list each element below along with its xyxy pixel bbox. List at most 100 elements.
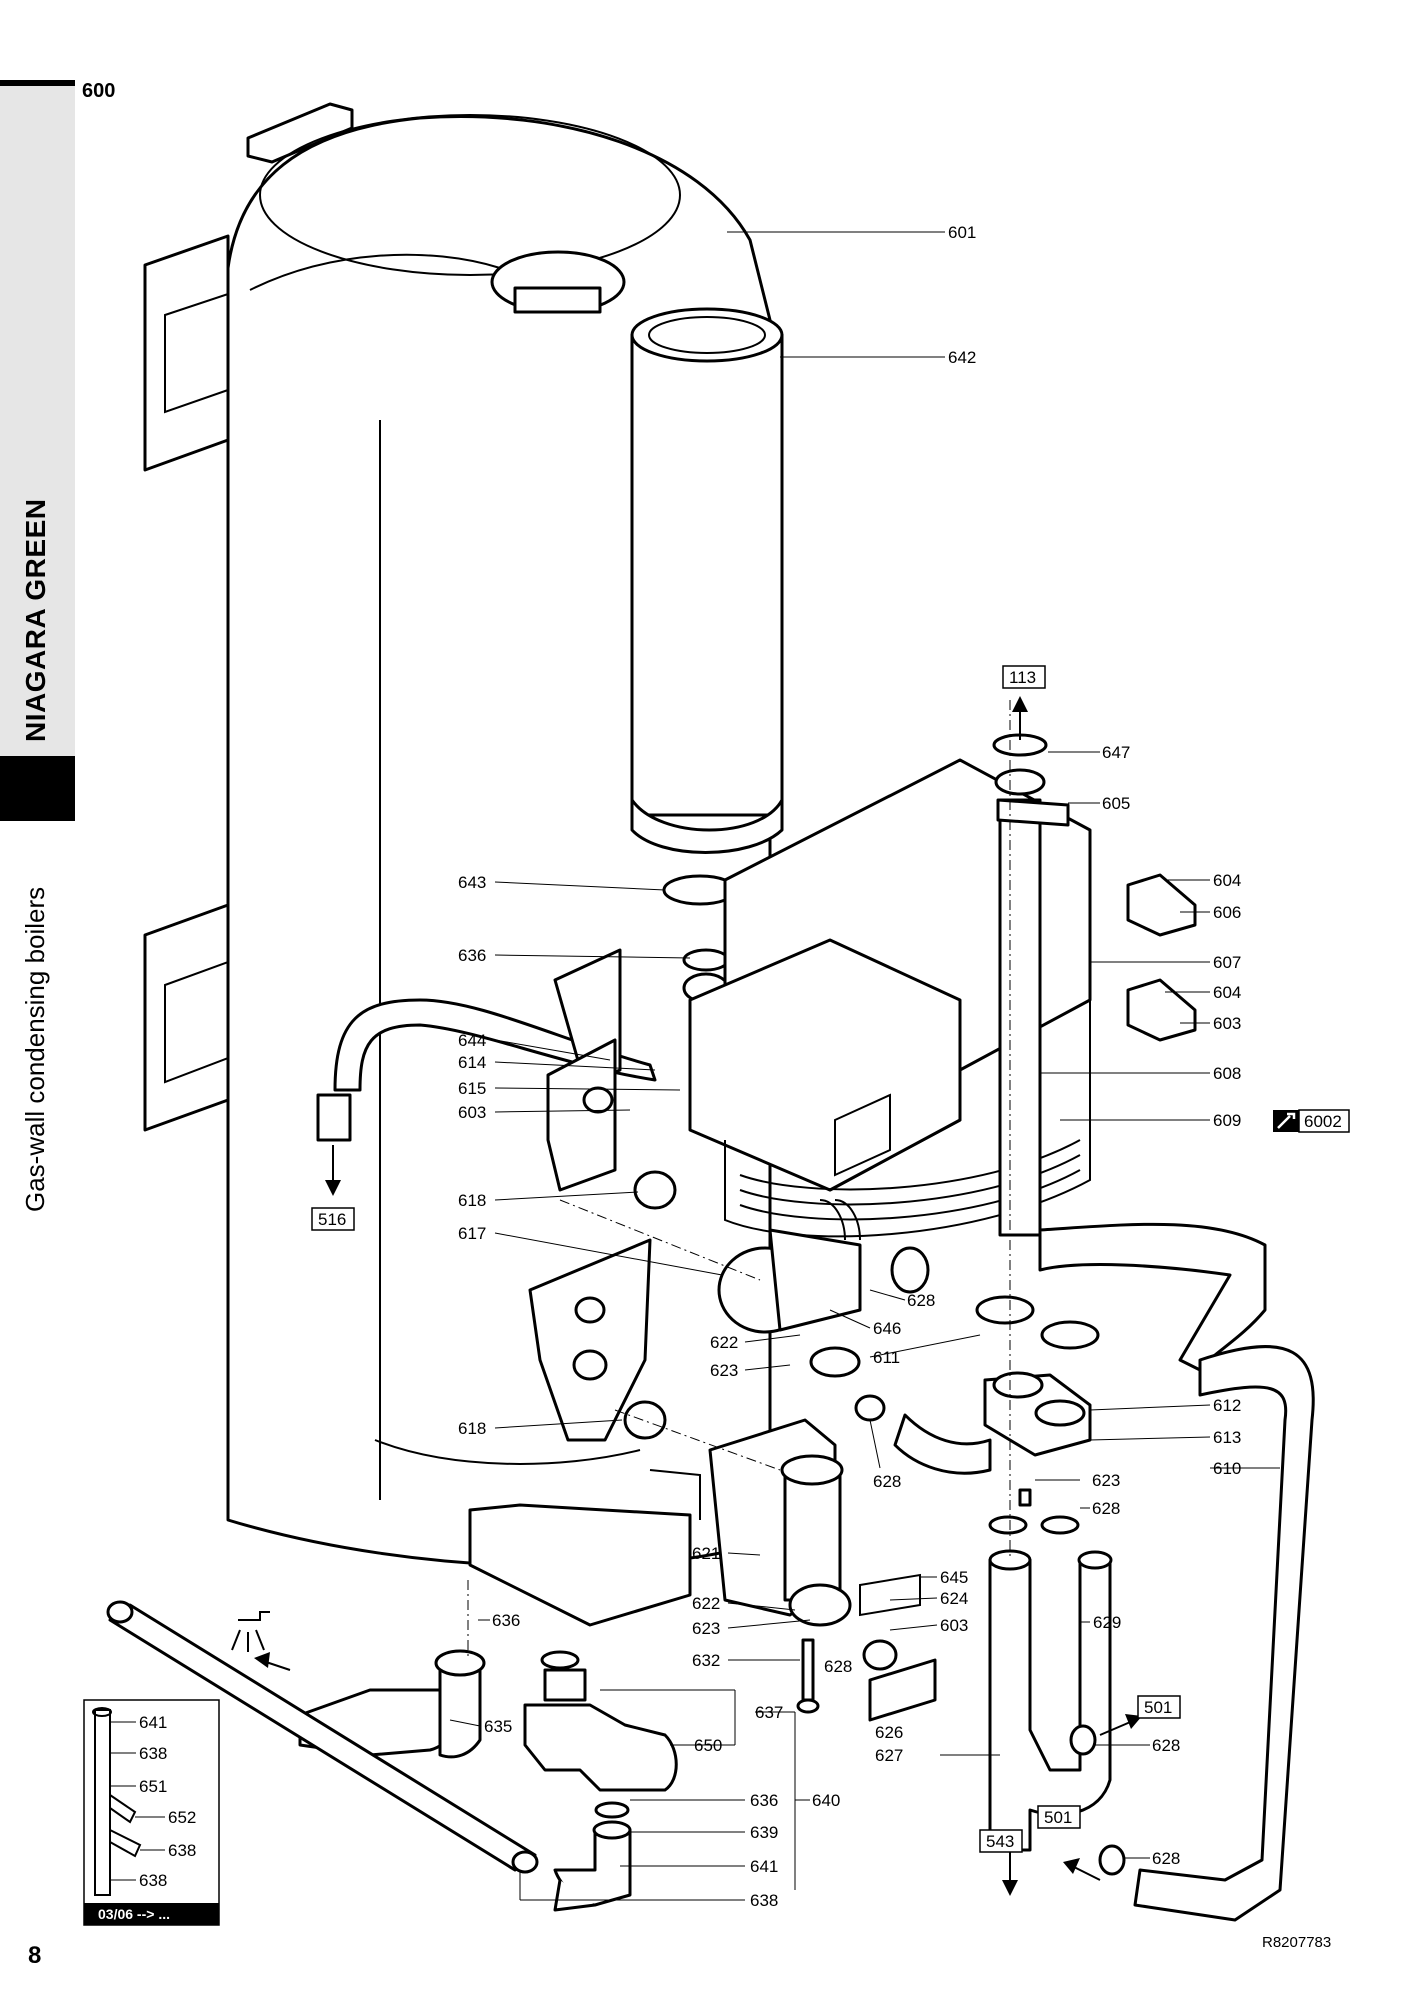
callout-box-543	[979, 1829, 1023, 1853]
callout-628-a: 628	[907, 1291, 935, 1310]
vertical-pipe-608	[998, 798, 1042, 1237]
callout-621: 621	[692, 1544, 720, 1563]
callout-box-113	[1002, 665, 1046, 689]
upper-side-flange	[143, 234, 230, 472]
callout-612: 612	[1213, 1396, 1241, 1415]
oring-628-right	[1069, 1724, 1097, 1756]
tap-icon	[231, 1611, 270, 1652]
callout-628-f: 628	[1152, 1849, 1180, 1868]
inset-siphon-tube	[94, 1709, 111, 1896]
inset-frame	[83, 1699, 220, 1926]
callout-645: 645	[940, 1568, 968, 1587]
callout-617: 617	[458, 1224, 486, 1243]
clip-605	[996, 798, 1070, 827]
callout-629: 629	[1093, 1613, 1121, 1632]
callout-647: 647	[1102, 743, 1130, 762]
callout-609: 609	[1213, 1111, 1241, 1130]
callout-box-501-upper	[1137, 1695, 1181, 1719]
upper-flange-window	[164, 292, 229, 414]
callout-637: 637	[755, 1703, 783, 1722]
callout-113: 113	[1009, 668, 1036, 687]
inset-footer-bar	[84, 1903, 219, 1925]
inset-label-638-b: 638	[168, 1841, 196, 1860]
callout-618-upper: 618	[458, 1191, 486, 1210]
callout-615: 615	[458, 1079, 486, 1098]
dome-top	[259, 114, 681, 276]
callout-646: 646	[873, 1319, 901, 1338]
callout-623-right: 623	[1092, 1471, 1120, 1490]
y-pipe-629	[988, 1558, 1112, 1852]
casing-front-block	[688, 938, 962, 1192]
callout-636-lower: 636	[750, 1791, 778, 1810]
hose-644	[333, 998, 657, 1092]
callout-641: 641	[750, 1857, 778, 1876]
callout-516: 516	[318, 1210, 346, 1229]
callout-626: 626	[875, 1723, 903, 1742]
boiler-drawing	[106, 102, 1315, 1922]
callout-614: 614	[458, 1053, 486, 1072]
valve-outlet	[788, 1583, 852, 1627]
lower-side-flange	[143, 903, 230, 1132]
inset-label-652: 652	[168, 1808, 196, 1827]
outlet-spigot	[890, 1246, 930, 1294]
callout-604-lower: 604	[1213, 983, 1241, 1002]
callout-632: 632	[692, 1651, 720, 1670]
callout-628-c: 628	[1092, 1499, 1120, 1518]
callout-box-501-lower	[1037, 1805, 1081, 1829]
sidebar-top-bar	[0, 80, 75, 86]
siphon-cylinder	[630, 333, 784, 817]
callout-650: 650	[694, 1736, 722, 1755]
inset-label-641: 641	[139, 1713, 167, 1732]
callout-611: 611	[873, 1348, 900, 1367]
leader-lines	[449, 231, 1280, 1901]
inset-label-638-c: 638	[139, 1871, 167, 1890]
mounting-plate-lower	[528, 1238, 652, 1442]
lower-flange-window	[164, 960, 229, 1084]
callout-622-upper: 622	[710, 1333, 738, 1352]
callout-622-lower: 622	[692, 1594, 720, 1613]
pipe-610-upper-loop	[1038, 1222, 1267, 1372]
callout-606: 606	[1213, 903, 1241, 922]
callout-603-right: 603	[1213, 1014, 1241, 1033]
callout-635: 635	[484, 1717, 512, 1736]
callout-box-516	[311, 1207, 355, 1231]
flue-cap	[513, 286, 602, 314]
siphon-inset: 641 638 651 652 638 638 03/06 --> ...	[83, 1699, 220, 1926]
gasket-618-a	[633, 1170, 677, 1210]
callout-623-lower: 623	[692, 1619, 720, 1638]
sensor-clip-upper	[1126, 873, 1197, 937]
callout-box-6002	[1298, 1109, 1350, 1133]
oring-628-mid	[854, 1394, 886, 1422]
callout-501-upper: 501	[1144, 1698, 1172, 1717]
section-code: 600	[82, 80, 116, 102]
sensor-clip-lower	[1126, 978, 1197, 1042]
callout-labels: 601 642 113 647 605 604 606 607 604 603 …	[311, 223, 1350, 1910]
callout-628-e: 628	[1152, 1736, 1180, 1755]
sidebar-title-panel	[0, 86, 75, 756]
callout-628-b: 628	[873, 1472, 901, 1491]
valve-body	[783, 1468, 842, 1602]
clip-645	[859, 1573, 921, 1617]
oring-628-bottom	[1098, 1844, 1126, 1876]
condensate-tray	[468, 1503, 692, 1627]
callout-604-upper: 604	[1213, 871, 1241, 890]
bracket-middle	[546, 1038, 617, 1192]
callout-627: 627	[875, 1746, 903, 1765]
gasket-611-c	[809, 1346, 861, 1378]
callout-607: 607	[1213, 953, 1241, 972]
callout-643: 643	[458, 873, 486, 892]
callout-636-mid: 636	[492, 1611, 520, 1630]
callout-501-lower: 501	[1044, 1808, 1072, 1827]
page-number: 8	[28, 1942, 42, 1969]
clip-626	[868, 1658, 937, 1722]
gasket-618-b	[623, 1400, 667, 1440]
callout-624: 624	[940, 1589, 968, 1608]
callout-618-lower: 618	[458, 1419, 486, 1438]
gasket-611-b	[1040, 1320, 1100, 1350]
callout-639: 639	[750, 1823, 778, 1842]
pipe-610-return	[1133, 1345, 1315, 1922]
callout-543: 543	[986, 1832, 1014, 1851]
callout-610: 610	[1213, 1459, 1241, 1478]
cylinder-bottom-ring	[630, 798, 784, 854]
